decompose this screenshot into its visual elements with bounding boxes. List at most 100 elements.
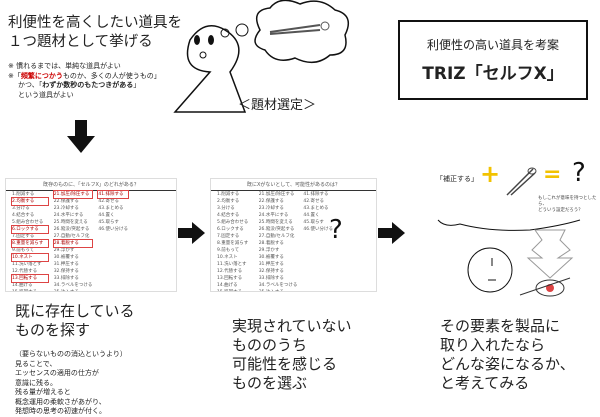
list-item: 21.加圧/除圧する [52, 190, 94, 199]
list-item: 34.ラベルをつける [258, 283, 298, 288]
list-item: 8.重量を減らす [217, 241, 249, 246]
step3-text: 実現されていないもののうち可能性を感じるものを選ぶ [232, 317, 352, 393]
step1-notes: ※ 慣れるまでは、単純な道具がよい ※「頻繁につかうものか、多くの人が使うもの」… [8, 62, 161, 99]
list-item: 1.削減する [12, 192, 35, 197]
thought-cloud [254, 0, 350, 64]
list-item: 5.組み合わせる [217, 220, 249, 225]
list-item: 35.注入する [259, 289, 298, 291]
list-item: 34.ラベルをつける [53, 283, 93, 288]
list-item: 35.注入する [54, 289, 93, 291]
list-item: 2.均衡する [217, 199, 240, 204]
list-item: 23.冷却する [258, 206, 284, 211]
list-item: 14.曲げる [12, 283, 33, 288]
list-item: 4.結合する [12, 213, 35, 218]
list-item: 42.寄せる [303, 199, 324, 204]
list-item: 45.取らす [98, 220, 119, 225]
person-icon [173, 25, 247, 113]
list-item: 43.まとめる [303, 206, 329, 211]
list-item: 6.ロックする [11, 225, 49, 234]
arrow-right-icon [178, 222, 205, 244]
title-line: どんな姿になるか、 [440, 355, 575, 373]
title-line: ものを選ぶ [232, 374, 308, 392]
list-item: 29.浮かす [53, 248, 75, 253]
arrow-down-icon [67, 120, 95, 153]
list-item: 32.保持する [258, 269, 284, 274]
list-item: 14.曲げる [217, 283, 238, 288]
title-line: 取り入れたなら [440, 336, 546, 354]
title-line: 可能性を感じる [232, 355, 338, 373]
list-item: 29.浮かす [258, 248, 280, 253]
list-item: 1.削減する [217, 192, 240, 197]
list-item: 27.自動/セルフ化 [53, 234, 90, 239]
list-item: 12.代替する [12, 269, 38, 274]
body-line: 概念運用の柔軟さがあがり、 [15, 397, 106, 406]
list-item: 24.水平にする [53, 213, 84, 218]
list-item: 11.洗い落とす [217, 262, 247, 267]
list-item: 10.ネスト [11, 253, 49, 262]
list-item: 22.保護する [258, 199, 284, 204]
title-line: と考えてみる [440, 374, 530, 392]
list-item: 5.組み合わせる [12, 220, 44, 225]
list-item: 26.陥没/突起する [258, 227, 295, 232]
list-item: 8.重量を減らす [11, 239, 49, 248]
thinking-person-sketch [437, 219, 581, 297]
list-item: 33.排除する [258, 276, 284, 281]
thinking-person-illustration [173, 0, 350, 113]
list-item: 44.置く [98, 213, 115, 218]
list-item: 22.保護する [53, 199, 79, 204]
arrow-right-icon [378, 222, 405, 244]
list-item: 10.ネスト [217, 255, 238, 260]
list-item: 3.分ける [12, 206, 30, 211]
list-item: 46.使い分ける [303, 227, 333, 232]
list-item: 44.置く [303, 213, 320, 218]
list-item: 9.前もって [217, 248, 240, 253]
list-item: 7.固定する [217, 234, 240, 239]
list-item: 46.使い分ける [98, 227, 128, 232]
arrow-down-icon [526, 229, 574, 279]
list-item: 3.分ける [217, 206, 235, 211]
scissors-icon [506, 167, 537, 196]
list-item: 31.押圧する [53, 262, 79, 267]
list-item: 4.結合する [217, 213, 240, 218]
title-line: 実現されていない [232, 317, 352, 335]
list-item: 45.取らす [303, 220, 324, 225]
title-line: もののうち [232, 336, 308, 354]
list-item: 41.排除する [97, 190, 129, 199]
list-item: 15.巡回する [217, 289, 253, 291]
list-item: 28.着脱する [258, 241, 284, 246]
list-item: 28.着脱する [52, 239, 94, 248]
step2-text: 既に存在している ものを探す （要らないものの消込というより）見ることで、エッセ… [15, 302, 135, 415]
list-item: 33.排除する [53, 276, 79, 281]
list-item: 30.被覆する [258, 255, 284, 260]
body-line: 意識に残る。 [15, 378, 57, 387]
title-line: その要素を製品に [440, 317, 561, 335]
idea-panel: 「補正する」 + = ? もしこれが意味を持つとしたら、どういう設定だろう？ [400, 158, 600, 300]
list-item: 9.前もって [12, 248, 35, 253]
body-line: （要らないものの消込というより） [15, 350, 127, 358]
list-item: 27.自動/セルフ化 [258, 234, 295, 239]
body-line: 発想時の思考の初速が付く。 [15, 407, 106, 415]
list-item: 12.代替する [217, 269, 243, 274]
list-item: 31.押圧する [258, 262, 284, 267]
list-item: 30.被覆する [53, 255, 79, 260]
list-item: 25.時間を変える [53, 220, 88, 225]
list-item: 15.巡回する [12, 289, 48, 291]
stage-label: ＜題材選定＞ [238, 98, 317, 113]
list-item: 13.回転する [11, 274, 49, 283]
scissors-icon [269, 24, 321, 35]
list-item: 13.回転する [217, 276, 243, 281]
equals-icon: = [543, 162, 562, 187]
list-item: 11.洗い落とす [12, 262, 42, 267]
list-item: 32.保持する [53, 269, 79, 274]
list-item: 42.寄せる [98, 199, 119, 204]
step1-title: 利便性を高くしたい道具を １つ題材として挙げる [8, 15, 182, 50]
list-item: 25.時間を変える [258, 220, 293, 225]
list-item: 21.加圧/除圧する [258, 192, 295, 197]
